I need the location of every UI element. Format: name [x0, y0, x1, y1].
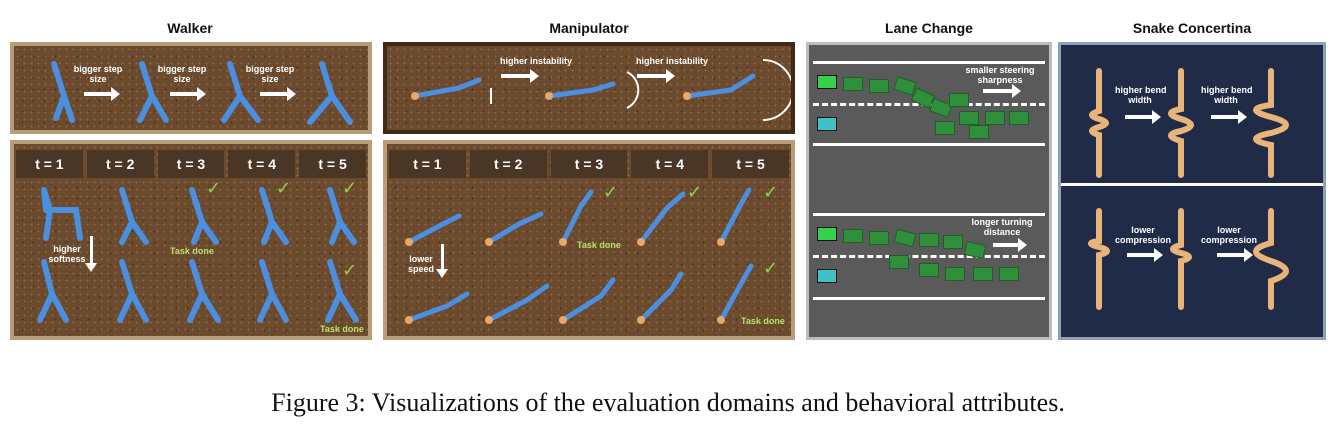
check-icon: ✓ — [603, 182, 619, 202]
walker-attr-label: higher softness — [48, 244, 86, 264]
lane-change-image: smaller steering sharpness longer turnin… — [806, 42, 1052, 340]
manipulator-task-done-label: Task done — [741, 316, 785, 326]
walker-top-figures — [51, 61, 353, 125]
manipulator-title: Manipulator — [549, 20, 629, 36]
figure-caption: Figure 3: Visualizations of the evaluati… — [271, 388, 1065, 417]
lane-change-title: Lane Change — [885, 20, 973, 36]
lane-line — [813, 297, 1045, 300]
car-icon — [959, 111, 979, 125]
snake-title: Snake Concertina — [1132, 20, 1252, 36]
walker-task-done-label: Task done — [170, 246, 214, 256]
manipulator-timestep-2: t = 2 — [469, 150, 547, 178]
car-icon — [919, 263, 939, 277]
walker-down-arrow-icon — [85, 236, 97, 272]
snake-arrow-icon — [1127, 248, 1163, 262]
manipulator-bottom-image: t = 1 t = 2 t = 3 t = 4 t = 5 ✓ ✓ ✓ ✓ Ta… — [383, 140, 795, 340]
snake-figures — [1088, 68, 1289, 310]
snake-arrow-icon — [1125, 110, 1161, 124]
manipulator-top-label-2: higher instability — [635, 56, 708, 66]
car-icon — [949, 93, 969, 107]
walker-timestep-3: t = 3 — [157, 150, 225, 178]
walker-arrow-icon — [260, 87, 296, 101]
manipulator-task-done-label: Task done — [577, 240, 621, 250]
walker-title: Walker — [167, 20, 213, 36]
ego-car-icon — [817, 227, 837, 241]
manipulator-arrow-icon — [501, 69, 539, 83]
car-icon — [999, 267, 1019, 281]
snake-divider — [1061, 183, 1323, 186]
lane-change-arrow-icon — [983, 84, 1021, 98]
walker-timestep-row: t = 1 t = 2 t = 3 t = 4 t = 5 — [14, 150, 368, 178]
walker-task-done-label: Task done — [320, 324, 364, 334]
ego-car-icon — [817, 75, 837, 89]
check-icon: ✓ — [763, 258, 779, 278]
check-icon: ✓ — [206, 178, 222, 198]
car-icon — [943, 235, 963, 249]
car-icon — [869, 231, 889, 245]
car-icon — [919, 233, 939, 247]
walker-bottom-figures — [37, 187, 359, 323]
npc-car-icon — [817, 269, 837, 283]
walker-arrow-icon — [84, 87, 120, 101]
manipulator-timestep-3: t = 3 — [550, 150, 628, 178]
snake-bottom-label-2: lower compression — [1200, 225, 1258, 245]
manipulator-timestep-row: t = 1 t = 2 t = 3 t = 4 t = 5 — [387, 150, 791, 178]
car-icon — [985, 111, 1005, 125]
lane-line — [813, 213, 1045, 216]
snake-image: higher bend width higher bend width lowe… — [1058, 42, 1326, 340]
walker-timestep-1: t = 1 — [16, 150, 83, 178]
lane-dash — [813, 255, 1045, 258]
snake-top-label-1: higher bend width — [1115, 85, 1167, 105]
lane-change-top-label: smaller steering sharpness — [965, 65, 1035, 85]
car-icon — [843, 229, 863, 243]
walker-timestep-4: t = 4 — [228, 150, 296, 178]
walker-arrow-icon — [170, 87, 206, 101]
manipulator-bottom-figures — [405, 187, 754, 324]
manipulator-top-label-1: higher instability — [499, 56, 572, 66]
manipulator-attr-label: lower speed — [407, 254, 434, 274]
walker-timestep-2: t = 2 — [86, 150, 154, 178]
walker-bottom-image: t = 1 t = 2 t = 3 t = 4 t = 5 ✓ ✓ ✓ ✓ Ta… — [10, 140, 372, 340]
walker-top-label-3: bigger step size — [245, 64, 295, 84]
lane-change-arrow-icon — [993, 238, 1027, 252]
car-icon — [935, 121, 955, 135]
check-icon: ✓ — [342, 260, 358, 280]
check-icon: ✓ — [687, 182, 703, 202]
car-icon — [869, 79, 889, 93]
manipulator-arrow-icon — [637, 69, 675, 83]
car-icon — [889, 255, 909, 269]
snake-arrow-icon — [1211, 110, 1247, 124]
manipulator-top-figures — [411, 59, 791, 121]
manipulator-down-arrow-icon — [436, 244, 448, 278]
lane-line — [813, 61, 1045, 64]
car-icon — [945, 267, 965, 281]
check-icon: ✓ — [276, 178, 292, 198]
manipulator-timestep-1: t = 1 — [389, 150, 466, 178]
car-icon — [893, 228, 917, 248]
snake-arrow-icon — [1217, 248, 1253, 262]
check-icon: ✓ — [342, 178, 358, 198]
walker-timestep-5: t = 5 — [299, 150, 366, 178]
car-icon — [1009, 111, 1029, 125]
car-icon — [843, 77, 863, 91]
walker-top-label-1: bigger step size — [73, 64, 123, 84]
car-icon — [973, 267, 993, 281]
lane-change-bottom-label: longer turning distance — [971, 217, 1033, 237]
car-icon — [969, 125, 989, 139]
manipulator-top-image: higher instability higher instability — [383, 42, 795, 134]
manipulator-timestep-4: t = 4 — [631, 150, 709, 178]
check-icon: ✓ — [763, 182, 779, 202]
lane-line — [813, 143, 1045, 146]
walker-top-label-2: bigger step size — [157, 64, 207, 84]
snake-bottom-label-1: lower compression — [1114, 225, 1172, 245]
walker-top-image: bigger step size bigger step size bigger… — [10, 42, 372, 134]
npc-car-icon — [817, 117, 837, 131]
snake-top-label-2: higher bend width — [1201, 85, 1253, 105]
manipulator-timestep-5: t = 5 — [712, 150, 789, 178]
